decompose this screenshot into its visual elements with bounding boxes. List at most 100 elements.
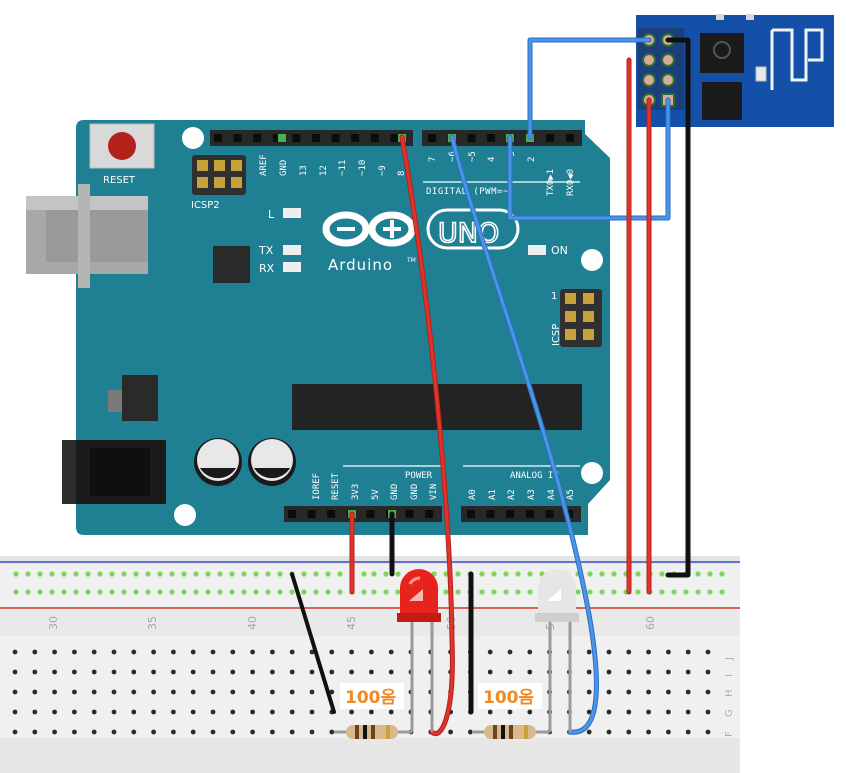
terminal-hole: [685, 729, 691, 735]
header-pin: [312, 134, 320, 142]
rail-hole: [25, 589, 31, 595]
rail-hole: [217, 589, 223, 595]
rail-hole: [193, 589, 199, 595]
terminal-hole: [646, 729, 651, 735]
rail-hole: [181, 589, 187, 595]
flash-chip: [702, 82, 742, 120]
rail-hole: [121, 589, 127, 595]
analog-pin-labels: A0 A1 A2 A3 A4 A5: [468, 489, 576, 500]
header-pin: [331, 134, 340, 142]
icsp2-pin: [231, 160, 242, 171]
rail-hole: [265, 571, 271, 577]
terminal-hole: [487, 669, 493, 675]
terminal-hole: [349, 709, 354, 715]
rail-hole: [455, 571, 461, 577]
terminal-hole: [111, 709, 117, 715]
terminal-hole: [12, 669, 18, 675]
resistor-label: 100옴: [345, 688, 396, 708]
digital-header-right: [422, 130, 582, 146]
pin-label: ~6: [448, 151, 458, 162]
rail-hole: [73, 589, 79, 595]
terminal-hole: [705, 729, 711, 735]
icsp-pin: [583, 329, 594, 340]
column-number: 60: [644, 616, 657, 630]
terminal-hole: [210, 709, 216, 715]
terminal-hole: [586, 709, 592, 715]
rail-hole: [277, 589, 283, 595]
row-letter: F: [724, 731, 735, 737]
led-l: [283, 208, 301, 218]
rail-hole: [157, 571, 163, 577]
terminal-hole: [666, 709, 671, 715]
terminal-hole: [626, 709, 632, 715]
icsp2-pin: [214, 177, 225, 188]
rail-hole: [707, 571, 713, 577]
terminal-hole: [91, 669, 97, 675]
terminal-hole: [230, 689, 236, 695]
rail-hole: [515, 571, 521, 577]
terminal-hole: [52, 649, 57, 655]
terminal-hole: [52, 689, 57, 695]
rail-hole: [145, 571, 151, 577]
rail-hole: [13, 589, 19, 595]
led-on: [528, 245, 546, 255]
rail-hole: [337, 589, 343, 595]
rail-hole: [25, 571, 31, 577]
terminal-hole: [309, 729, 315, 735]
rail-hole: [371, 589, 377, 595]
reset-button-cap[interactable]: [108, 132, 136, 160]
resistor-label-bg: [478, 683, 542, 709]
reset-button[interactable]: [89, 123, 155, 169]
header-pin: [467, 510, 475, 518]
terminal-hole: [705, 709, 711, 715]
rail-hole: [491, 589, 497, 595]
terminal-hole: [487, 709, 493, 715]
reset-label: RESET: [103, 175, 136, 186]
rail-hole: [145, 589, 151, 595]
esp-pin: [642, 53, 656, 67]
dc-power-jack: [62, 440, 166, 504]
icsp-pin: [565, 293, 576, 304]
rail-hole: [313, 589, 319, 595]
terminal-hole: [91, 689, 97, 695]
terminal-hole: [289, 669, 295, 675]
pin-label: 5V: [371, 489, 381, 500]
column-number: 35: [146, 616, 159, 630]
terminal-hole: [12, 729, 18, 735]
rail-hole: [599, 571, 605, 577]
led-red: [397, 569, 441, 732]
terminal-hole: [190, 689, 196, 695]
wire-black: [665, 37, 691, 578]
terminal-hole: [646, 649, 651, 655]
terminal-hole: [646, 689, 651, 695]
terminal-hole: [111, 729, 117, 735]
terminal-hole: [606, 729, 612, 735]
rail-hole: [443, 571, 449, 577]
wire-blue: [528, 38, 651, 139]
terminal-hole: [72, 689, 77, 695]
terminal-hole: [309, 649, 315, 655]
rx-label: RX: [259, 262, 275, 275]
rail-hole: [337, 571, 343, 577]
led-l-label: L: [268, 208, 275, 221]
pin-label: IOREF: [312, 473, 322, 500]
pin-label: A4: [547, 489, 557, 500]
terminal-hole: [586, 649, 592, 655]
row-letter: J: [724, 657, 735, 661]
terminal-hole: [388, 709, 394, 715]
pin-label: GND: [390, 484, 400, 500]
terminal-hole: [171, 709, 176, 715]
rail-hole: [265, 589, 271, 595]
header-pin: [233, 134, 242, 142]
terminal-hole: [131, 729, 137, 735]
terminal-hole: [329, 649, 335, 655]
rail-hole: [325, 589, 331, 595]
terminal-hole: [468, 729, 473, 735]
terminal-hole: [52, 709, 57, 715]
icsp-label: ICSP: [551, 324, 562, 346]
uno-badge: UNO: [426, 208, 520, 250]
terminal-hole: [626, 729, 632, 735]
rail-hole: [503, 589, 509, 595]
rail-hole: [695, 589, 701, 595]
